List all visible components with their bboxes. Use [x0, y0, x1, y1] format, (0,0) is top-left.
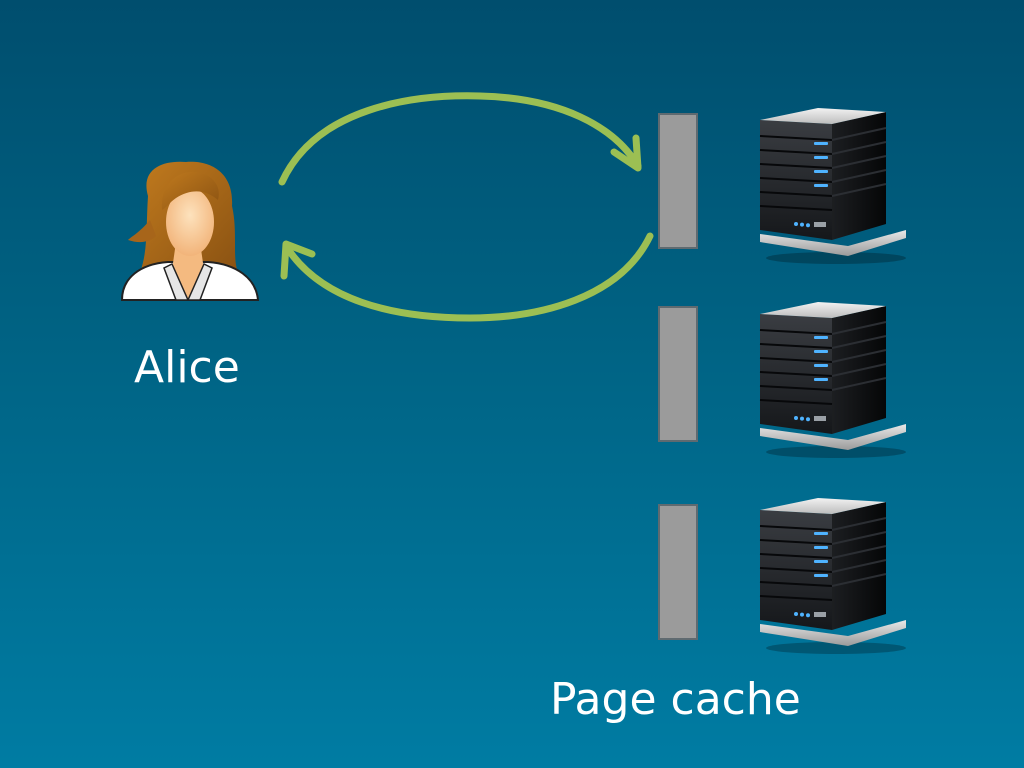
response-arrow [282, 232, 654, 322]
server-icon [759, 107, 907, 265]
response-arrowhead [280, 240, 316, 280]
server-icon [759, 301, 907, 459]
request-response-arrows [278, 92, 654, 322]
cache-block [658, 306, 698, 442]
servers [759, 107, 907, 655]
server-icon [759, 497, 907, 655]
request-arrow [278, 92, 642, 186]
cache-block [658, 504, 698, 640]
user-label: Alice [134, 342, 240, 393]
page-cache-blocks [658, 113, 698, 640]
page-cache-label: Page cache [550, 674, 801, 725]
cache-block [658, 113, 698, 249]
request-arrowhead [610, 134, 642, 172]
person-icon [120, 161, 260, 301]
